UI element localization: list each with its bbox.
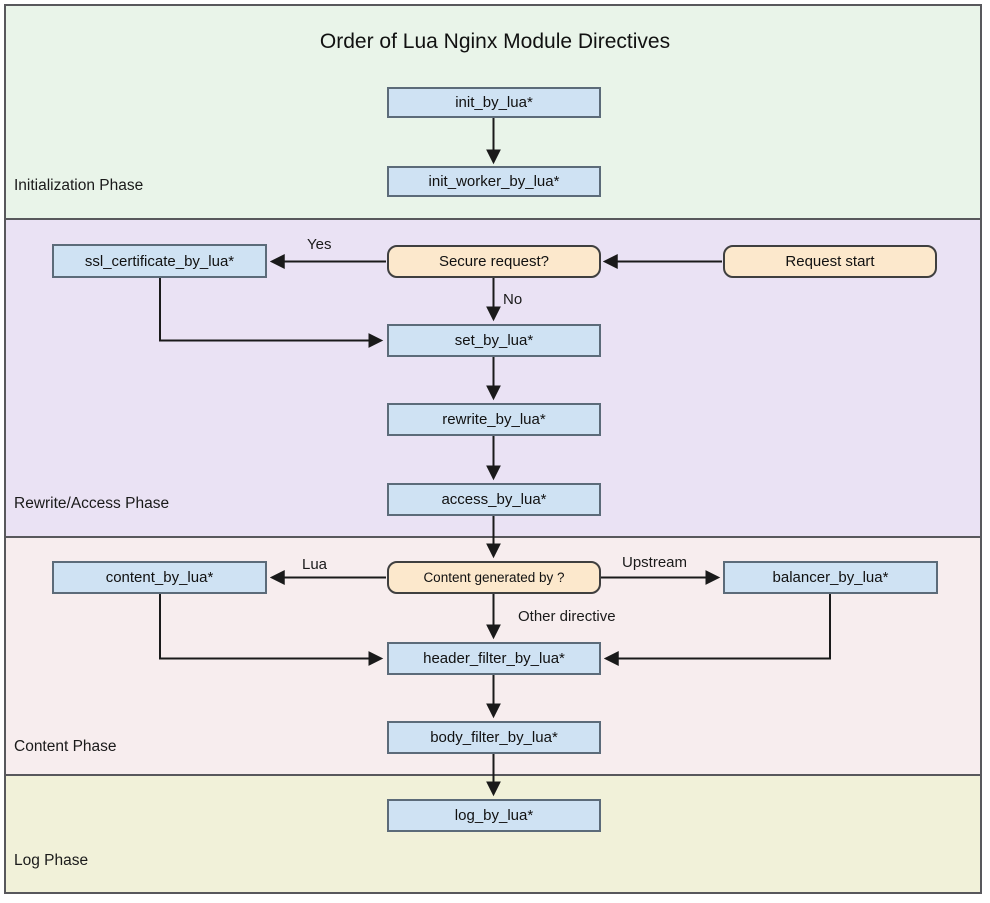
node-set-by-lua: set_by_lua* (387, 324, 601, 357)
edge-label-lua: Lua (302, 556, 328, 573)
node-rewrite-by-lua: rewrite_by_lua* (387, 403, 601, 436)
node-secure-request-decision: Secure request? (387, 245, 601, 278)
node-body-filter-by-lua: body_filter_by_lua* (387, 721, 601, 754)
phase-label-initialization: Initialization Phase (14, 177, 144, 194)
phase-label-log: Log Phase (14, 852, 89, 869)
node-init-by-lua: init_by_lua* (387, 87, 601, 118)
phase-strip-log (4, 774, 982, 894)
phase-label-content: Content Phase (14, 738, 117, 755)
node-balancer-by-lua: balancer_by_lua* (723, 561, 938, 594)
node-init-worker-by-lua: init_worker_by_lua* (387, 166, 601, 197)
node-log-by-lua: log_by_lua* (387, 799, 601, 832)
node-content-by-lua: content_by_lua* (52, 561, 267, 594)
diagram-title: Order of Lua Nginx Module Directives (319, 30, 671, 53)
edge-label-no: No (503, 291, 523, 308)
edge-label-upstream: Upstream (622, 554, 688, 571)
node-content-generated-by-decision: Content generated by ? (387, 561, 601, 594)
node-access-by-lua: access_by_lua* (387, 483, 601, 516)
phase-label-rewrite-access: Rewrite/Access Phase (14, 495, 170, 512)
edge-label-yes: Yes (307, 236, 332, 253)
node-header-filter-by-lua: header_filter_by_lua* (387, 642, 601, 675)
node-ssl-certificate-by-lua: ssl_certificate_by_lua* (52, 244, 267, 278)
edge-label-other-directive: Other directive (518, 608, 616, 625)
node-request-start: Request start (723, 245, 937, 278)
